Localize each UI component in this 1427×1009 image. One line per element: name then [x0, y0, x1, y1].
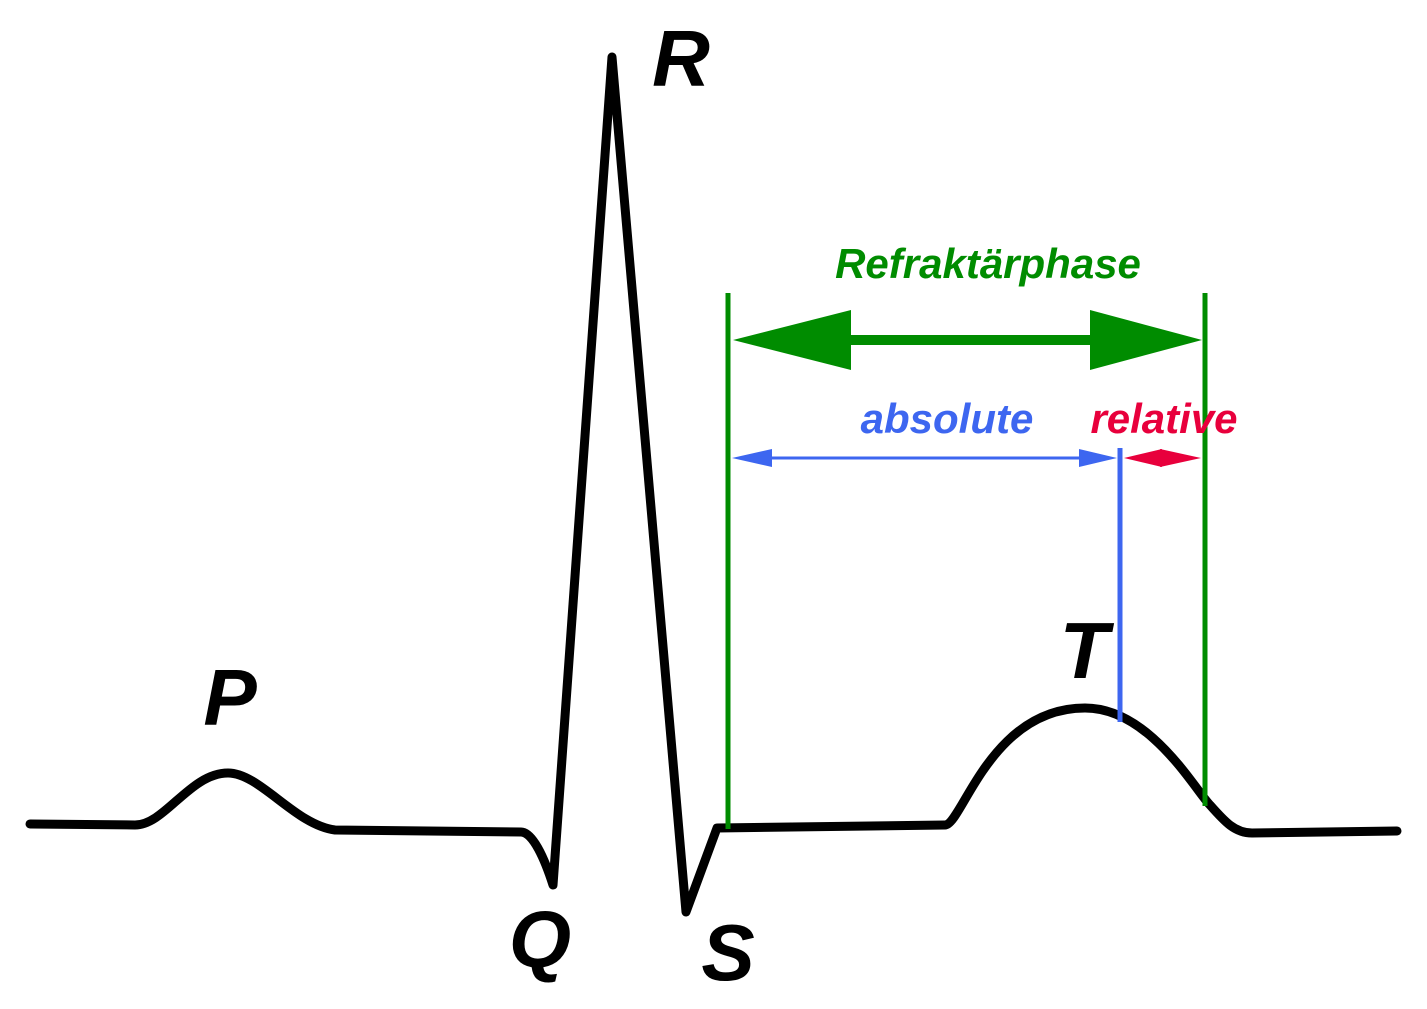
q-wave-label: Q — [509, 895, 571, 984]
relative-phase-label: relative — [1090, 395, 1237, 442]
relative-double-arrow — [1124, 449, 1201, 467]
p-wave-label: P — [203, 653, 257, 742]
ecg-trace — [25, 52, 1402, 917]
s-wave-label: S — [701, 908, 754, 997]
refractory-phase-label: Refraktärphase — [835, 240, 1141, 287]
r-wave-label: R — [652, 14, 710, 103]
absolute-phase-label: absolute — [861, 395, 1034, 442]
absolute-double-arrow — [732, 449, 1117, 467]
t-wave-label: T — [1060, 606, 1115, 695]
refractory-double-arrow — [733, 310, 1202, 370]
